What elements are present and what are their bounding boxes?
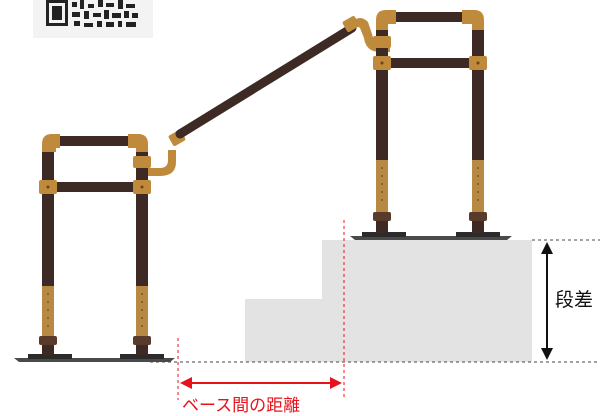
base-distance-label: ベース間の距離 [182,396,300,416]
ground-reference-lines [150,239,600,363]
handrail-right [350,10,512,240]
qr-code-icon [33,0,153,38]
diagonal-rail [175,16,390,139]
step-height-label: 段差 [555,289,593,311]
step-height-dimension [541,242,553,360]
handrail-left [14,130,186,362]
base-distance-dimension [177,220,345,400]
stair-step [245,240,532,362]
